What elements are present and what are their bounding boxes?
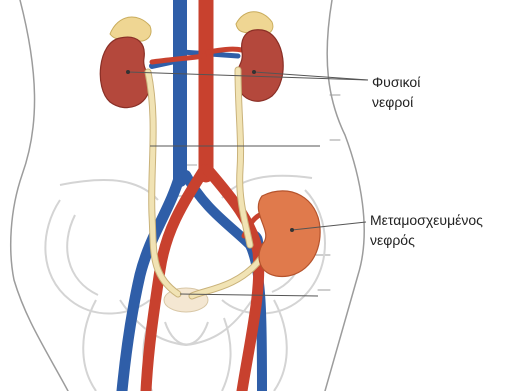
native-kidneys-label-line1: Φυσικοί xyxy=(372,72,420,92)
native-kidneys-label-line2: νεφροί xyxy=(372,92,420,112)
native-kidneys-label: Φυσικοί νεφροί xyxy=(372,72,420,112)
transplanted-kidney xyxy=(258,191,320,277)
transplanted-kidney-label-line2: νεφρός xyxy=(370,230,483,250)
transplanted-kidney-label: Μεταμοσχευμένος νεφρός xyxy=(370,210,483,250)
native-kidney-right xyxy=(236,30,283,101)
transplanted-kidney-label-line1: Μεταμοσχευμένος xyxy=(370,210,483,230)
